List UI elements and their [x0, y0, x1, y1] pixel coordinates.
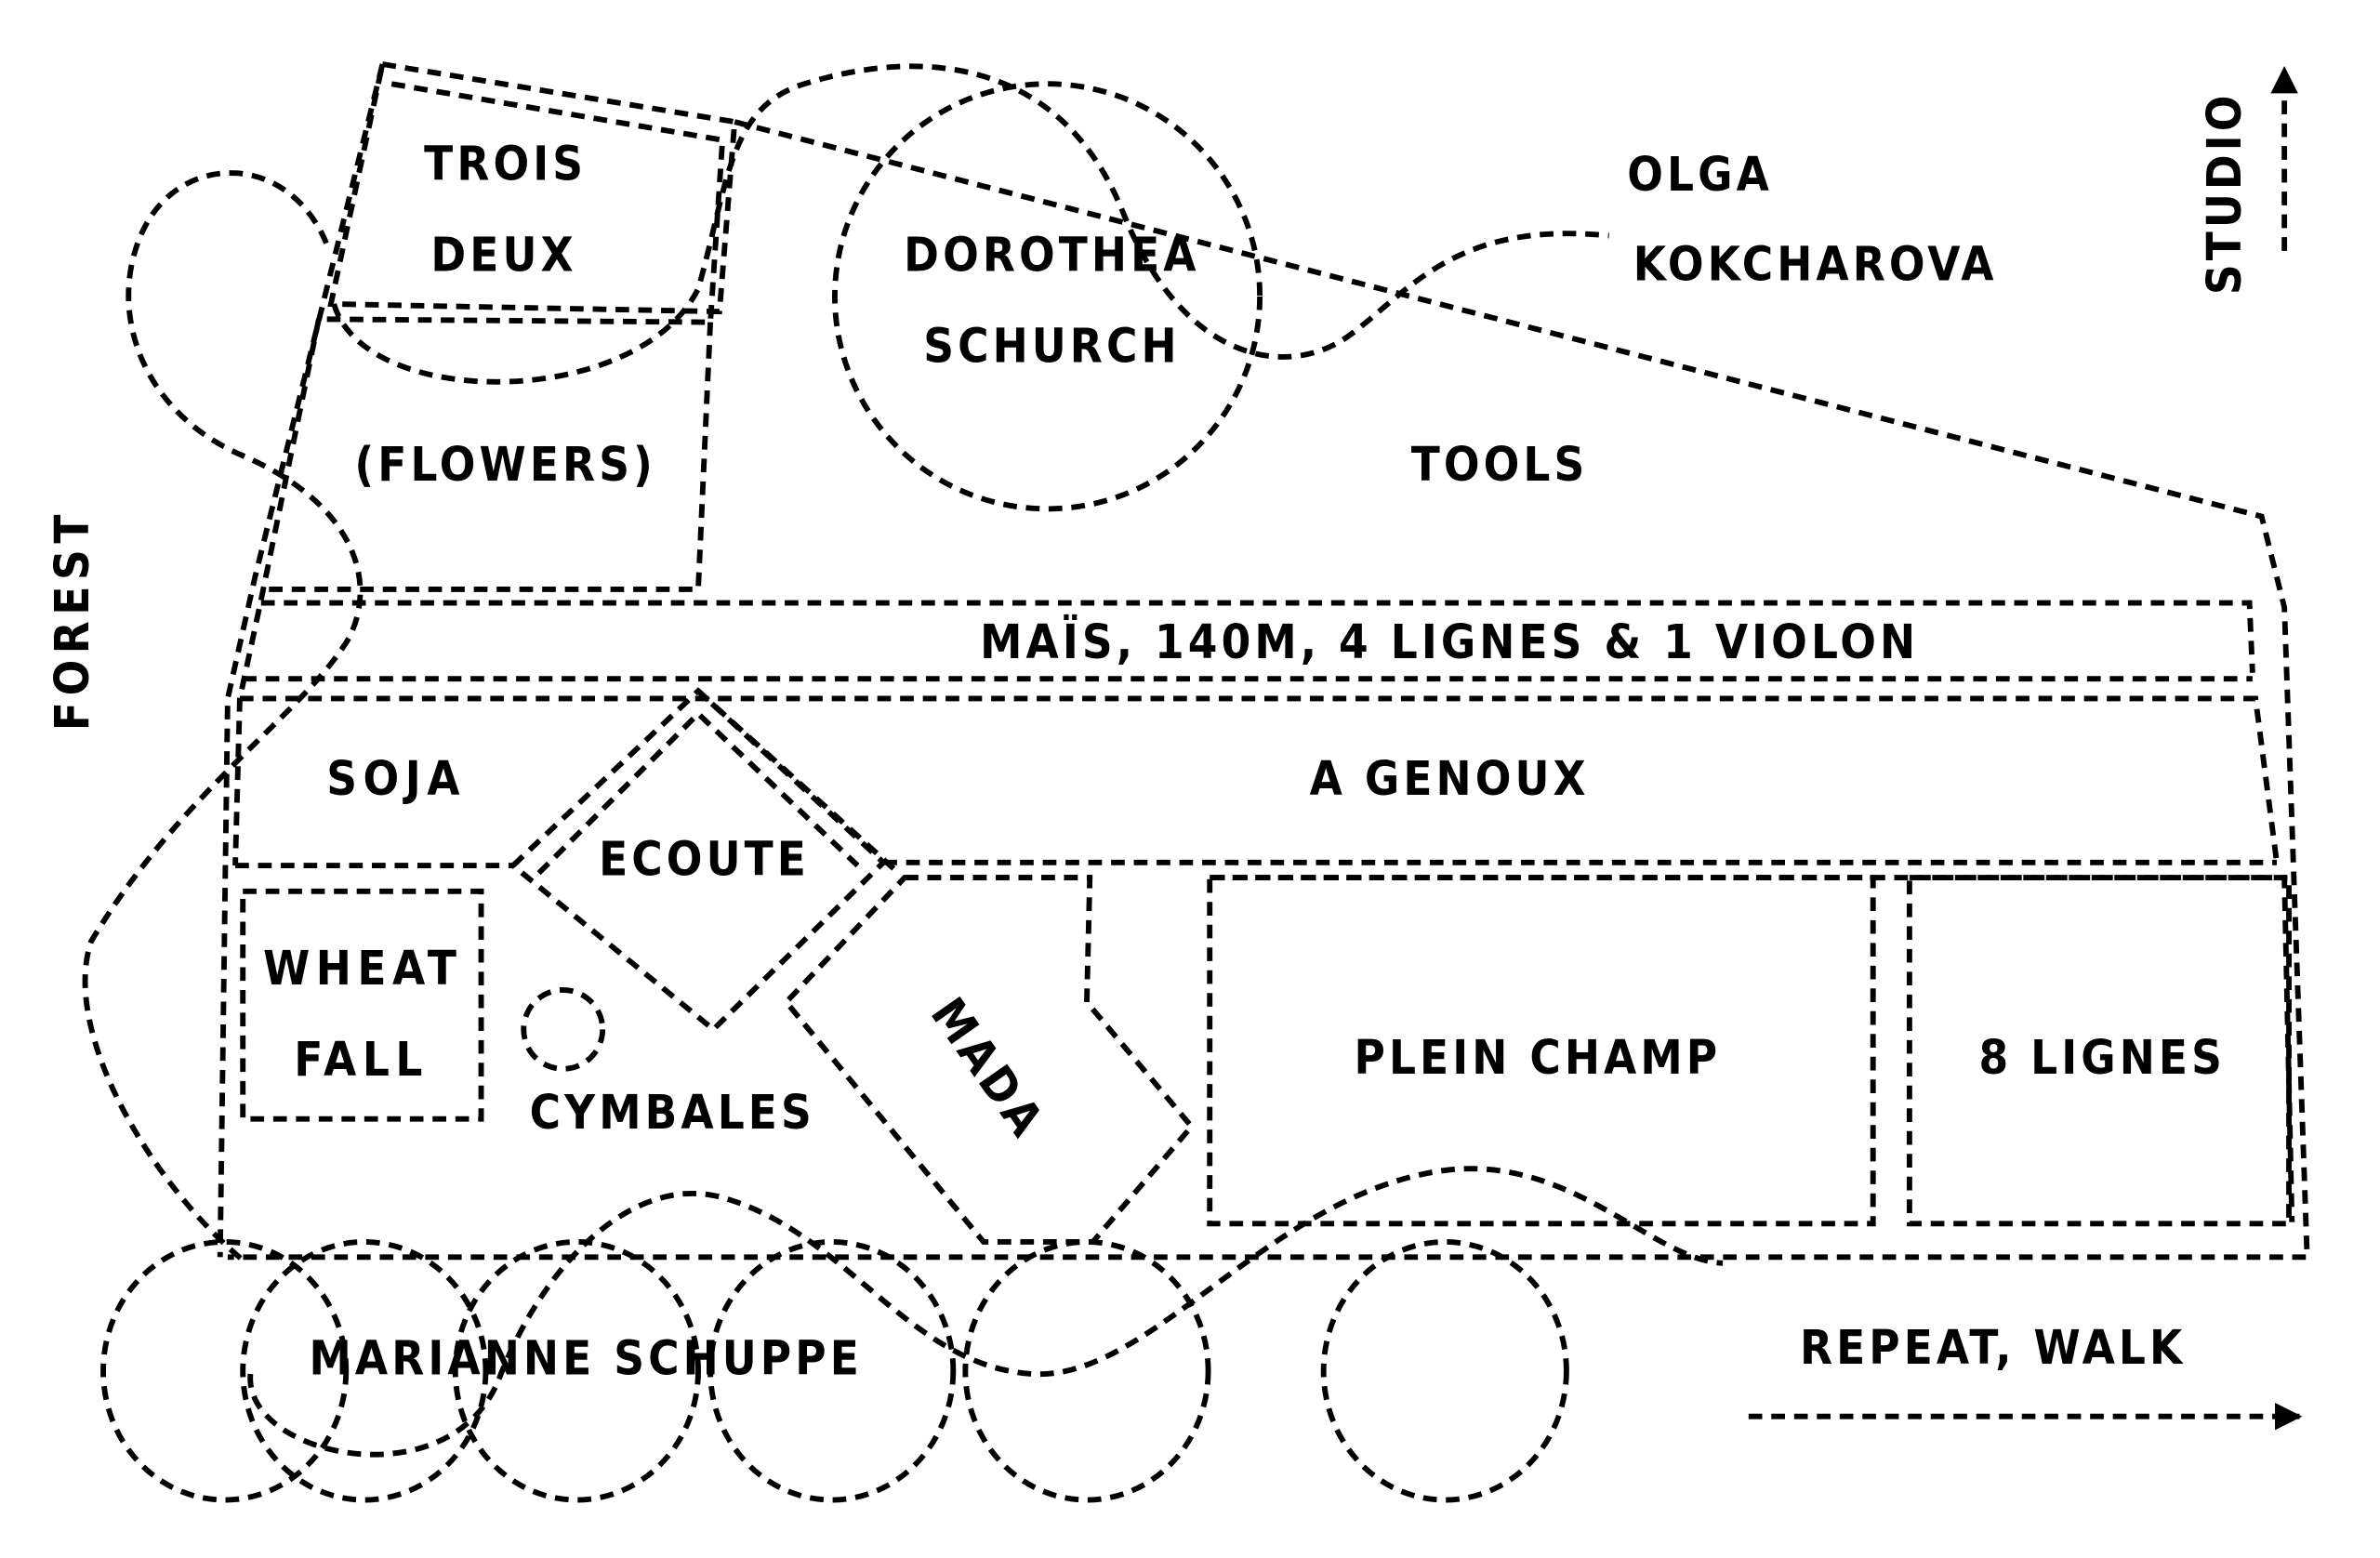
- marianne-circle-6: [1320, 1239, 1569, 1503]
- mais-band-top: [260, 600, 2255, 673]
- label-trois: TROIS: [424, 137, 587, 191]
- label-plein-champ: PLEIN CHAMP: [1355, 1030, 1722, 1085]
- label-ecoute: ECOUTE: [599, 831, 810, 886]
- walk-loop-top: [331, 63, 1609, 385]
- label-huit-lignes: 8 LIGNES: [1978, 1030, 2226, 1085]
- marianne-circle-4: [707, 1239, 957, 1503]
- label-tools: TOOLS: [1411, 437, 1589, 492]
- label-studio: STUDIO: [2197, 91, 2252, 295]
- label-repeat-walk: REPEAT, WALK: [1800, 1320, 2186, 1375]
- a-genoux-band-top: [239, 695, 2280, 864]
- marianne-circle-2: [240, 1239, 489, 1503]
- label-fall: FALL: [294, 1032, 429, 1087]
- label-a-genoux: A GENOUX: [1310, 751, 1590, 806]
- label-marianne: MARIANNE SCHUPPE: [310, 1330, 863, 1385]
- huit-lignes-zone-outline: [1906, 875, 2292, 1227]
- trois-deux-zone-outline-inner: [318, 81, 726, 325]
- label-mada: MADA: [920, 988, 1056, 1149]
- dorothea-circle: [832, 81, 1263, 512]
- marianne-circle-1: [100, 1239, 350, 1503]
- marianne-circle-5: [962, 1239, 1211, 1503]
- label-flowers: (FLOWERS): [354, 437, 656, 492]
- plein-champ-zone-outline: [1207, 875, 1876, 1227]
- label-mais: MAÏS, 140M, 4 LIGNES & 1 VIOLON: [980, 614, 1919, 669]
- cymbales-circle: [521, 987, 606, 1072]
- label-dorothea: DOROTHEA: [904, 228, 1199, 283]
- label-deux: DEUX: [430, 228, 576, 283]
- walk-loop-bottom: [247, 1166, 1724, 1458]
- label-kokcharova: KOKCHAROVA: [1633, 236, 1998, 291]
- flowers-zone-outline: [260, 322, 714, 592]
- label-schurch: SCHURCH: [923, 318, 1180, 373]
- label-wheat: WHEAT: [263, 941, 462, 996]
- label-forest: FOREST: [45, 508, 99, 731]
- ecoute-diamond-inner: [536, 689, 901, 876]
- walk-loop-forest: [82, 170, 364, 1262]
- building-outline-top: [227, 119, 2310, 1261]
- label-olga: OLGA: [1627, 147, 1773, 202]
- marianne-circle-3: [452, 1239, 701, 1503]
- mada-zone-outline: [782, 875, 1196, 1245]
- wheat-fall-zone-outline: [240, 888, 484, 1122]
- building-outline-left-inner: [232, 318, 322, 866]
- trois-deux-zone-outline: [327, 60, 738, 315]
- label-soja: SOJA: [326, 751, 466, 806]
- label-cymbales: CYMBALES: [530, 1085, 815, 1140]
